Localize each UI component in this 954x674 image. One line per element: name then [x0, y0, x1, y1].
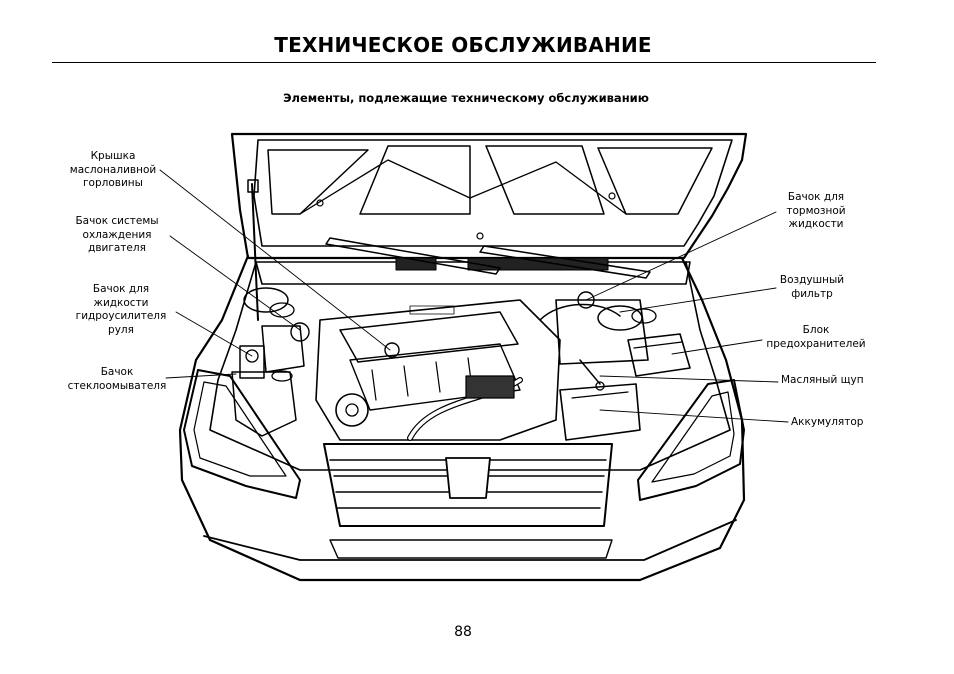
brake-fluid-cap — [577, 291, 595, 309]
hood-cross-brace — [299, 159, 627, 215]
hood-outline — [230, 132, 748, 260]
engine-block — [315, 299, 561, 441]
leader-oil-dipstick — [599, 375, 779, 383]
hood-inner-frame — [253, 139, 733, 247]
hood-hole-2 — [476, 232, 484, 240]
leader-lines — [159, 169, 789, 423]
leader-fuse-box — [671, 339, 763, 355]
left-headlight — [183, 369, 301, 499]
label-oil-filler-cap: Крышка маслоналивной горловины — [69, 150, 157, 189]
label-brake-fluid-reservoir: Бачок для тормозной жидкости — [786, 191, 846, 230]
intake-runner-1 — [371, 369, 377, 401]
oil-dipstick — [579, 359, 601, 385]
washer-reservoir — [231, 371, 297, 437]
intake-runner-2 — [403, 365, 409, 397]
illustration-backdrop — [178, 132, 746, 590]
page-title: ТЕХНИЧЕСКОЕ ОБСЛУЖИВАНИЕ — [274, 33, 652, 57]
battery-terminal-line — [571, 391, 629, 399]
valve-cover — [339, 311, 519, 363]
label-oil-dipstick: Масляный щуп — [781, 374, 864, 386]
hood-hole-3 — [608, 192, 616, 200]
label-fuse-box: Блок предохранителей — [766, 324, 866, 350]
fuse-box — [627, 333, 691, 377]
oil-filler-cap — [384, 342, 400, 358]
section-subtitle: Элементы, подлежащие техническому обслуж… — [283, 91, 649, 105]
leader-oil-filler-cap — [159, 169, 391, 351]
left-strut-tower — [243, 287, 289, 313]
leader-air-filter — [619, 287, 777, 313]
right-headlight — [637, 379, 745, 501]
left-headlight-inner — [193, 381, 287, 477]
title-rule — [52, 62, 876, 63]
page-number: 88 — [454, 624, 472, 640]
label-battery: Аккумулятор — [791, 416, 864, 428]
alternator-pulley — [345, 403, 359, 417]
hood-rib-right — [597, 147, 713, 215]
label-air-filter: Воздушный фильтр — [779, 274, 845, 300]
hood-rib-center-left — [359, 145, 471, 215]
grille-emblem — [445, 457, 491, 499]
battery — [559, 383, 641, 441]
leader-power-steering — [175, 311, 253, 357]
right-strut-cap — [631, 308, 657, 324]
hood-hole-1 — [316, 199, 324, 207]
intake-runner-3 — [435, 361, 441, 393]
bumper-lower — [203, 519, 737, 561]
wiper-arm-right — [479, 245, 651, 279]
leader-battery — [599, 409, 789, 423]
leader-brake-fluid — [585, 211, 777, 301]
engine-label-plate — [409, 305, 455, 315]
bumper-intake — [329, 539, 613, 559]
alternator — [335, 393, 369, 427]
hood-rib-center-right — [485, 145, 605, 215]
coolant-cap — [290, 322, 310, 342]
hood-prop-rod — [251, 183, 259, 321]
leader-coolant — [169, 235, 301, 331]
leader-washer — [165, 373, 237, 379]
power-steering-reservoir — [239, 345, 265, 379]
label-power-steering-reservoir: Бачок для жидкости гидроусилителя руля — [75, 283, 167, 336]
label-washer-reservoir: Бачок стеклоомывателя — [67, 366, 167, 392]
power-steering-cap — [245, 349, 259, 363]
hood-prop-hinge — [247, 179, 259, 193]
air-filter-box — [555, 299, 649, 365]
intake-manifold — [349, 343, 521, 411]
washer-cap — [271, 370, 293, 382]
left-fender — [178, 254, 746, 582]
oil-cooler — [465, 375, 515, 399]
right-headlight-inner — [651, 391, 735, 483]
grille-outline — [323, 443, 613, 527]
label-coolant-reservoir: Бачок системы охлаждения двигателя — [75, 215, 159, 254]
fuse-box-lid — [633, 341, 683, 349]
wiper-arm-left — [325, 237, 501, 275]
